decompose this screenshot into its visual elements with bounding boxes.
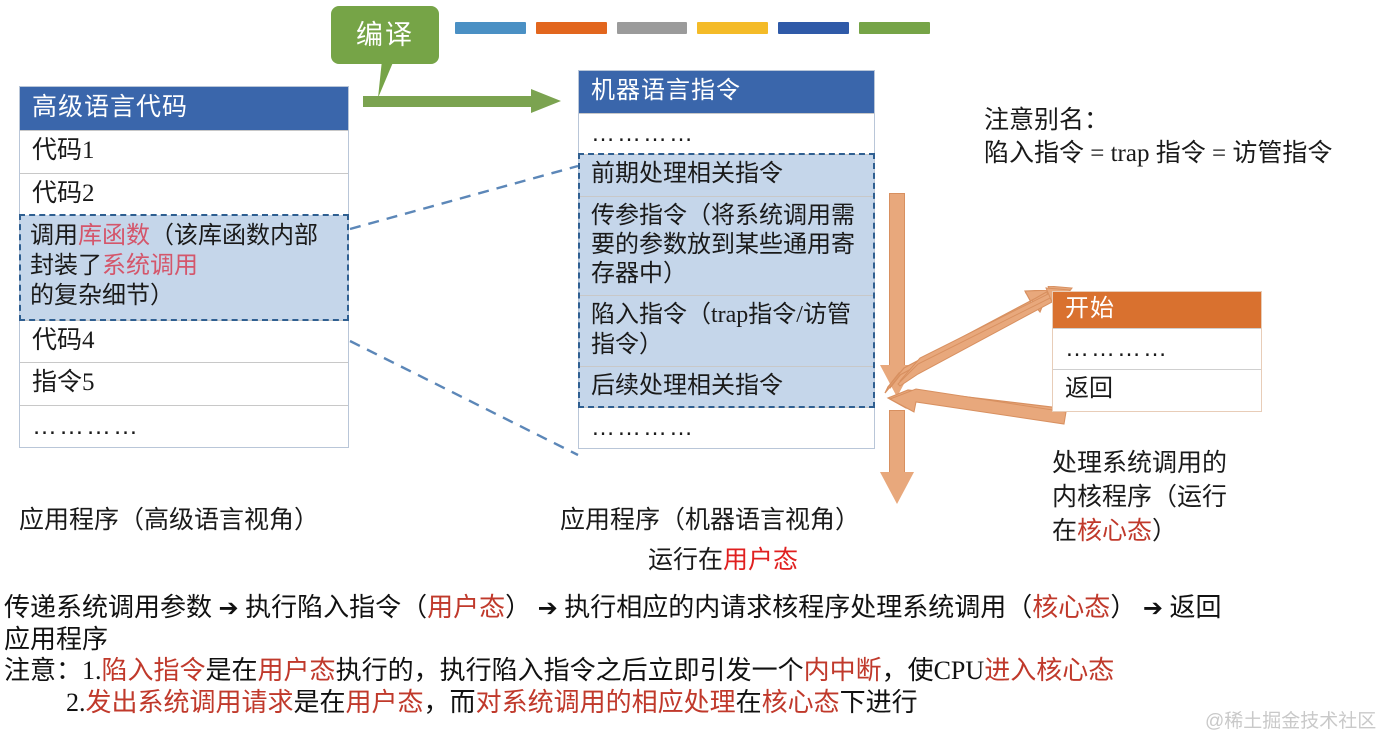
kernel-caption-line3: 在核心态）	[1052, 516, 1177, 547]
color-bar-5	[778, 22, 850, 34]
bottom-explanation: 传递系统调用参数 ➔ 执行陷入指令（用户态） ➔ 执行相应的内请求核程序处理系统…	[4, 592, 1382, 719]
note-part: ，使CPU	[881, 656, 985, 686]
right-arrow-icon: ➔	[537, 594, 558, 622]
watermark: @稀土掘金技术社区	[1205, 711, 1377, 732]
note-part-hl: 用户态	[257, 656, 336, 686]
right-arrow-icon: ➔	[218, 594, 239, 622]
machine-language-table-header: 机器语言指令	[579, 71, 874, 113]
kernel-transfer-arrows	[884, 290, 1061, 419]
down-arrow-icon-2	[880, 410, 914, 510]
note-part: 下进行	[839, 688, 918, 718]
high-level-language-table-header: 高级语言代码	[20, 87, 348, 130]
row-text-part-highlight: 系统调用	[102, 253, 198, 280]
table-row-ellipsis: …………	[579, 113, 874, 154]
machine-language-mode-caption: 运行在用户态	[648, 545, 798, 576]
mode-caption-user-mode: 用户态	[723, 547, 799, 574]
table-row-library-call: 调用库函数（该库函数内部封装了系统调用的复杂细节）	[20, 215, 348, 320]
note-part-hl: 核心态	[761, 688, 840, 718]
flow-seg2-end: ）	[505, 593, 532, 622]
machine-language-caption: 应用程序（机器语言视角）	[560, 507, 861, 534]
note-number: 1.	[82, 656, 102, 686]
compile-callout: 编译	[331, 6, 439, 64]
flow-seg2-user-mode: 用户态	[427, 593, 506, 622]
color-bar-3	[616, 22, 688, 34]
flow-line-2: 应用程序	[4, 624, 109, 654]
kernel-routine-table: 开始 ………… 返回	[1052, 291, 1262, 412]
compile-arrow-shaft	[363, 96, 535, 107]
flow-line-1: 传递系统调用参数 ➔ 执行陷入指令（用户态） ➔ 执行相应的内请求核程序处理系统…	[4, 592, 1382, 624]
table-row-post-processing: 后续处理相关指令	[579, 365, 874, 408]
high-level-language-caption: 应用程序（高级语言视角）	[19, 507, 320, 534]
flow-seg3: 执行相应的内请求核程序处理系统调用（	[564, 593, 1033, 622]
row-text-part: （该库函数内部封装了	[30, 223, 318, 280]
table-row-ellipsis: …………	[579, 407, 874, 448]
note-part: 是在	[205, 656, 258, 686]
high-level-language-table: 高级语言代码 代码1 代码2 调用库函数（该库函数内部封装了系统调用的复杂细节）…	[19, 86, 349, 449]
mode-caption-prefix: 运行在	[648, 547, 724, 574]
row-text-part: 的复杂细节）	[30, 283, 174, 310]
note-line-2: 2.发出系统调用请求是在用户态，而对系统调用的相应处理在核心态下进行	[4, 687, 1382, 719]
alias-note-line2: 陷入指令 = trap 指令 = 访管指令	[984, 140, 1333, 167]
notes-label: 注意：	[4, 656, 83, 686]
table-row-return: 返回	[1053, 369, 1261, 410]
arrow-head	[880, 472, 914, 504]
color-bar-1	[455, 22, 526, 34]
row-text-part: 调用	[30, 223, 78, 249]
kernel-caption-kernel-mode: 核心态	[1077, 518, 1153, 545]
table-row-pre-processing: 前期处理相关指令	[579, 154, 874, 196]
note-part: 执行的，执行陷入指令之后立即引发一个	[335, 656, 804, 686]
table-row: 代码4	[20, 319, 348, 363]
right-arrow-icon: ➔	[1142, 594, 1163, 622]
alias-note-line1: 注意别名：	[984, 107, 1110, 134]
kernel-routine-table-header: 开始	[1053, 292, 1261, 328]
note-part: 在	[735, 688, 762, 718]
table-row: 指令5	[20, 362, 348, 405]
color-bar-4	[697, 22, 769, 34]
table-row: 代码1	[20, 130, 348, 173]
arrow-shaft	[889, 410, 905, 478]
flow-seg3-kernel-mode: 核心态	[1032, 593, 1111, 622]
table-row: 代码2	[20, 172, 348, 216]
note-number: 2.	[66, 688, 86, 718]
flow-seg4: 返回	[1169, 593, 1222, 622]
color-bar-6	[859, 22, 930, 34]
kernel-caption-prefix: 在	[1052, 518, 1078, 545]
machine-language-table: 机器语言指令 ………… 前期处理相关指令 传参指令（将系统调用需要的参数放到某些…	[578, 70, 875, 450]
note-part-hl: 内中断	[803, 656, 882, 686]
kernel-caption-line2: 内核程序（运行	[1052, 484, 1228, 511]
note-part-hl: 发出系统调用请求	[85, 688, 294, 718]
compile-arrow-icon	[363, 89, 563, 113]
note-part-hl: 陷入指令	[101, 656, 206, 686]
kernel-caption-suffix: ）	[1152, 518, 1178, 545]
kernel-caption-line1: 处理系统调用的	[1052, 450, 1228, 477]
note-part-hl: 用户态	[345, 688, 424, 718]
flow-seg1: 传递系统调用参数	[4, 593, 213, 622]
flow-seg2: 执行陷入指令（	[245, 593, 428, 622]
color-bar-2	[535, 22, 607, 34]
table-row-trap-instruction: 陷入指令（trap指令/访管指令）	[579, 295, 874, 366]
decorative-color-bars	[455, 22, 930, 34]
table-row-ellipsis: …………	[20, 404, 348, 448]
flow-seg3-end: ）	[1110, 593, 1137, 622]
note-part-hl: 进入核心态	[984, 656, 1115, 686]
compile-arrow-head	[531, 89, 561, 113]
note-part: ，而	[423, 688, 476, 718]
note-part-hl: 对系统调用的相应处理	[475, 688, 736, 718]
note-part: 是在	[293, 688, 346, 718]
table-row-param-passing: 传参指令（将系统调用需要的参数放到某些通用寄存器中）	[579, 195, 874, 296]
row-text-part-highlight: 库函数	[78, 223, 150, 249]
note-line-1: 注意：1.陷入指令是在用户态执行的，执行陷入指令之后立即引发一个内中断，使CPU…	[4, 655, 1382, 687]
table-row-ellipsis: …………	[1053, 328, 1261, 369]
compile-callout-label: 编译	[356, 20, 414, 50]
